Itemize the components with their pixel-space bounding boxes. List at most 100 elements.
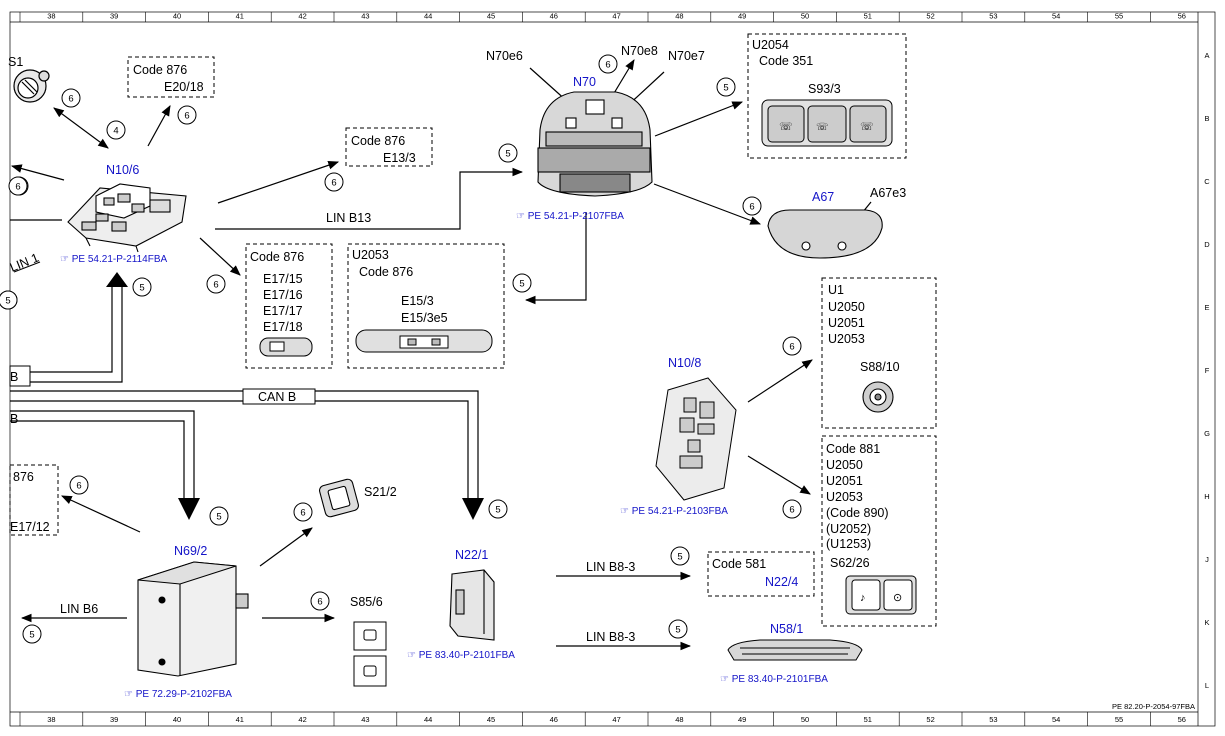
callout-number: 5 [677,552,682,563]
box1-line1: Code 876 [133,63,187,77]
grid-column-label: 44 [424,715,432,724]
label-n70e8: N70e8 [621,44,658,58]
callout-number: 5 [139,283,144,294]
label-n70e6: N70e6 [486,49,523,63]
box6-line3: U2051 [828,316,865,330]
svg-text:⊙: ⊙ [893,592,902,604]
callout-c15: 6 [293,502,313,522]
box1-line2: E20/18 [164,80,204,94]
callout-c23: 6 [8,176,28,196]
callout-number: 5 [495,505,500,516]
s21-2-switch-icon [319,478,359,518]
callout-c10: 5 [132,277,152,297]
callout-number: 6 [605,60,610,71]
label-s93-3: S93/3 [808,82,841,96]
grid-row-label: B [1204,114,1209,123]
label-s88-10: S88/10 [860,360,900,374]
box2-line2: E13/3 [383,151,416,165]
bus-lin-b13: LIN B13 [326,211,371,225]
bus-can-b: CAN B [258,390,296,404]
grid-column-label: 47 [612,715,620,724]
grid-column-label: 39 [110,12,118,21]
s85-6-lock-buttons-icon [353,621,387,687]
callout-c8: 6 [598,54,618,74]
label-s21-2: S21/2 [364,485,397,499]
label-n70: N70 [573,75,596,89]
callout-number: 6 [76,481,81,492]
ref-n10-6[interactable]: ☞ PE 54.21-P-2114FBA [60,254,168,265]
ref-n69-2[interactable]: ☞ PE 72.29-P-2102FBA [124,689,232,700]
grid-column-label: 41 [236,715,244,724]
ref-hand-icon: ☞ [720,674,732,685]
callout-number: 4 [113,126,118,137]
ref-hand-icon: ☞ [407,650,419,661]
label-n10-6: N10/6 [106,163,139,177]
grid-column-ticks [19,12,1151,726]
grid-row-label: H [1204,492,1209,501]
label-a67e3: A67e3 [870,186,906,200]
ref-hand-icon: ☞ [516,211,528,222]
bus-b-mid: B [10,412,18,426]
callout-c19: 6 [782,499,802,519]
grid-column-label: 54 [1052,12,1060,21]
box2-line1: Code 876 [351,134,405,148]
grid-column-label: 50 [801,715,809,724]
grid-column-label: 40 [173,715,181,724]
box3-line2: E17/15 [263,272,303,286]
callout-number: 5 [216,512,221,523]
grid-column-label: 39 [110,715,118,724]
callout-number: 6 [749,202,754,213]
callout-number: 5 [505,149,510,160]
ref-n58-1[interactable]: ☞ PE 83.40-P-2101FBA [720,674,828,685]
label-n22-4: N22/4 [765,575,798,589]
grid-column-label: 46 [550,12,558,21]
label-n70e7: N70e7 [668,49,705,63]
box9-line2: E17/12 [10,520,50,534]
label-n22-1: N22/1 [455,548,488,562]
grid-column-label: 45 [487,12,495,21]
grid-column-label: 40 [173,12,181,21]
label-n58-1: N58/1 [770,622,803,636]
ref-n70[interactable]: ☞ PE 54.21-P-2107FBA [516,211,624,222]
bus-lin-b8-3-b: LIN B8-3 [586,630,635,644]
callout-number: 6 [184,111,189,122]
grid-column-label: 43 [361,12,369,21]
bus-lin-1: LIN 1 [8,251,41,275]
ref-n22-1[interactable]: ☞ PE 83.40-P-2101FBA [407,650,515,661]
grid-column-label: 43 [361,715,369,724]
n10-8-module-icon [655,377,737,501]
callout-c18: 5 [670,546,690,566]
callout-c13: 5 [209,506,229,526]
callout-c12: 5 [512,273,532,293]
grid-column-label: 52 [926,715,934,724]
box3-line5: E17/18 [263,320,303,334]
box7-line6: (U2052) [826,522,871,536]
svg-text:5: 5 [5,296,10,307]
grid-column-label: 51 [864,12,872,21]
box5-line1: U2054 [752,38,789,52]
callout-number: 6 [331,178,336,189]
b-top-label-box [9,365,31,387]
svg-text:☏: ☏ [860,121,874,133]
box5-line2: Code 351 [759,54,813,68]
grid-column-label: 53 [989,12,997,21]
footer-reference: PE 82.20-P-2054-97FBA [1112,702,1195,711]
box8-line1: Code 581 [712,557,766,571]
bus-lin-b6: LIN B6 [60,602,98,616]
callout-c16: 6 [782,336,802,356]
e15-3-lamp-icon [355,329,493,353]
grid-column-label: 41 [236,12,244,21]
grid-column-label: 50 [801,12,809,21]
ref-n10-8[interactable]: ☞ PE 54.21-P-2103FBA [620,506,728,517]
box7-line4: U2053 [826,490,863,504]
n70-overhead-panel-icon [537,91,653,197]
box7-line5: (Code 890) [826,506,889,520]
grid-row-label: E [1204,303,1209,312]
s88-10-switch-icon [862,381,894,413]
callout-number: 6 [300,508,305,519]
label-n10-8: N10/8 [668,356,701,370]
grid-column-label: 38 [47,12,55,21]
box3-line3: E17/16 [263,288,303,302]
svg-text:♪: ♪ [860,592,866,604]
